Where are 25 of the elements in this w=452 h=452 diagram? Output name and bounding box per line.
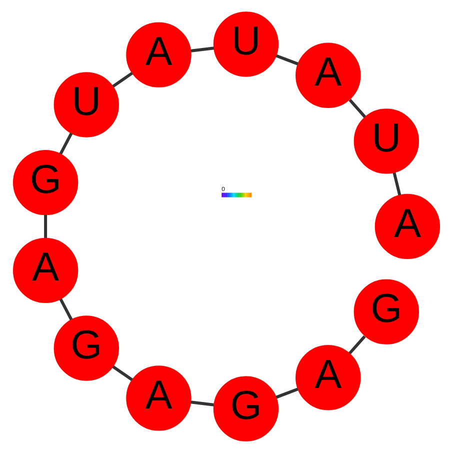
node-circle: G — [12, 149, 78, 215]
node-circle: A — [295, 344, 360, 410]
node-circle: U — [53, 72, 118, 137]
connector — [275, 54, 298, 65]
node-circle: U — [353, 108, 419, 174]
connector — [392, 172, 401, 195]
connector — [190, 46, 214, 52]
connector — [112, 71, 132, 88]
node-circle: A — [374, 193, 440, 259]
node-circle: A — [126, 365, 191, 430]
node-circle: A — [126, 22, 191, 87]
connector — [58, 298, 72, 320]
connector — [348, 98, 366, 118]
node-circle: U — [212, 11, 278, 76]
node-circle: A — [12, 237, 78, 303]
node-circle: G — [353, 278, 419, 344]
connector — [112, 364, 132, 380]
connector — [44, 214, 47, 238]
node-circle: A — [295, 42, 360, 108]
connector — [348, 334, 366, 354]
node-circle: G — [212, 376, 278, 441]
connector — [190, 400, 214, 406]
connector — [58, 132, 72, 154]
node-circle: G — [53, 315, 118, 380]
connector — [275, 387, 298, 398]
